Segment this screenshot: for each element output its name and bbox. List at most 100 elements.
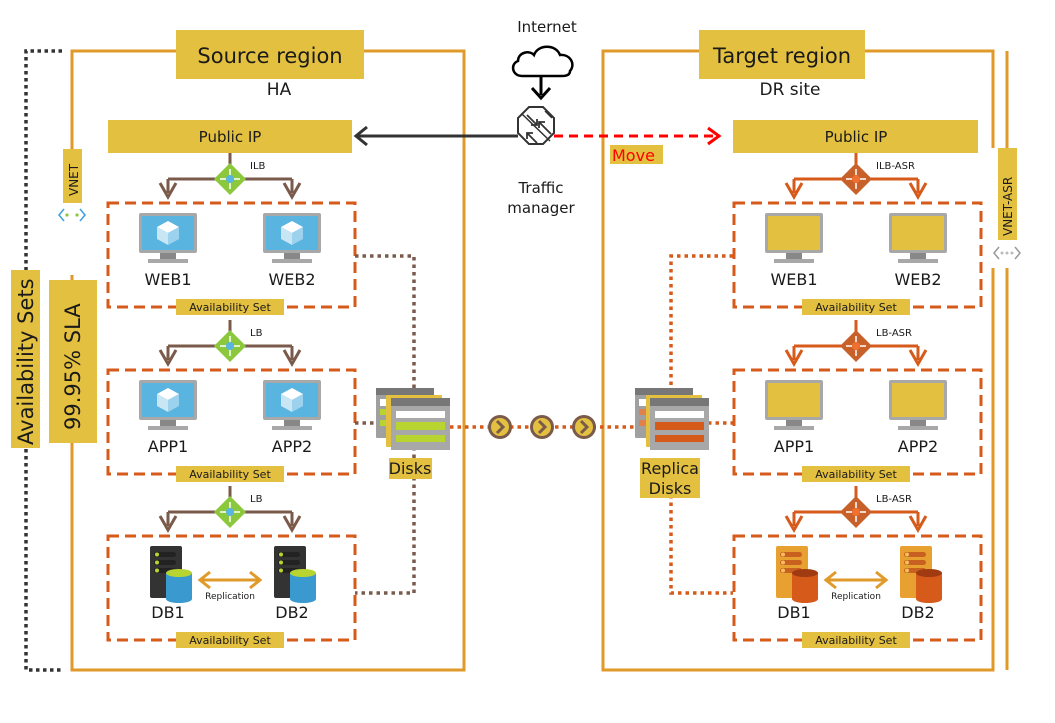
source-disks: Disks bbox=[376, 388, 450, 479]
vm-name: WEB1 bbox=[144, 270, 191, 289]
svg-text:Public IP: Public IP bbox=[825, 128, 888, 146]
vm-web1: WEB1 bbox=[765, 213, 823, 289]
load-balancer-icon bbox=[214, 496, 246, 528]
vm-name: WEB2 bbox=[268, 270, 315, 289]
availability-set-box bbox=[732, 368, 983, 476]
svg-text:99.95% SLA: 99.95% SLA bbox=[61, 303, 85, 430]
vm-db1: DB1 bbox=[776, 546, 818, 622]
arrow-down-icon bbox=[158, 515, 178, 534]
arrow-down-icon bbox=[908, 515, 928, 534]
vm-db2: DB2 bbox=[274, 546, 316, 622]
vm-name: APP2 bbox=[272, 437, 312, 456]
internet: Internet bbox=[511, 18, 577, 101]
lb-label: LB bbox=[250, 494, 263, 505]
availability-set-label: Availability Set bbox=[815, 301, 897, 314]
availability-set-box bbox=[106, 534, 357, 642]
availability-sets-label: Availability Sets bbox=[11, 270, 40, 448]
svg-text:Availability Sets: Availability Sets bbox=[14, 278, 38, 445]
lb-label: ILB bbox=[250, 161, 266, 172]
virtual-machine-icon bbox=[889, 380, 947, 430]
svg-text:VNET: VNET bbox=[67, 163, 81, 196]
target-region: Target region DR site bbox=[601, 30, 995, 672]
vm-app1: APP1 bbox=[765, 380, 823, 456]
load-balancer-icon bbox=[840, 496, 872, 528]
availability-set-label: Availability Set bbox=[815, 468, 897, 481]
load-balancer-icon bbox=[840, 163, 872, 195]
vm-db2: DB2 bbox=[900, 546, 942, 622]
lb-label: ILB-ASR bbox=[876, 161, 915, 172]
source-region-title-box bbox=[176, 30, 364, 79]
vm-web1: WEB1 bbox=[139, 213, 197, 289]
database-server-icon bbox=[274, 546, 316, 603]
traffic-manager: Traffic manager bbox=[507, 106, 576, 217]
replication-arrow: Replication bbox=[197, 570, 263, 602]
database-server-icon bbox=[776, 546, 818, 603]
availability-set-box bbox=[732, 534, 983, 642]
move-label: Move bbox=[612, 146, 655, 165]
vm-db1: DB1 bbox=[150, 546, 192, 622]
target-region-title-box bbox=[699, 30, 865, 79]
svg-text:manager: manager bbox=[507, 199, 575, 217]
target-public-ip: Public IP bbox=[733, 120, 978, 153]
vm-name: APP1 bbox=[148, 437, 188, 456]
vm-name: DB2 bbox=[275, 603, 308, 622]
vnet-icon bbox=[993, 246, 1021, 260]
source-tier-1: ILB Availability Set WEB1 WEB2 bbox=[106, 153, 357, 315]
virtual-machine-icon bbox=[263, 380, 321, 430]
svg-text:Public IP: Public IP bbox=[199, 128, 262, 146]
lb-label: LB-ASR bbox=[876, 328, 912, 339]
arrow-down-icon bbox=[908, 182, 928, 201]
arrow-down-icon bbox=[282, 182, 302, 201]
availability-set-box bbox=[732, 201, 983, 309]
disks-label: Disks bbox=[389, 459, 432, 478]
database-server-icon bbox=[900, 546, 942, 603]
source-public-ip: Public IP bbox=[108, 120, 352, 153]
replica-disks: Replica Disks bbox=[635, 388, 709, 498]
vm-web2: WEB2 bbox=[263, 213, 321, 289]
chevron-right-icon bbox=[572, 415, 596, 439]
target-region-subtitle: DR site bbox=[759, 80, 820, 100]
availability-set-label: Availability Set bbox=[189, 468, 271, 481]
vm-app2: APP2 bbox=[263, 380, 321, 456]
arrow-down-icon bbox=[784, 182, 804, 201]
move-label-box bbox=[610, 145, 663, 164]
arrow-down-icon bbox=[282, 349, 302, 368]
chevron-right-icon bbox=[530, 415, 554, 439]
vm-app1: APP1 bbox=[139, 380, 197, 456]
svg-text:VNET-ASR: VNET-ASR bbox=[1001, 177, 1015, 236]
traffic-to-source-arrow bbox=[353, 125, 518, 147]
disks-icon bbox=[376, 388, 450, 450]
vm-name: DB2 bbox=[901, 603, 934, 622]
target-tier-1: ILB-ASR Availability Set WEB1 WEB2 bbox=[732, 153, 983, 315]
virtual-machine-icon bbox=[139, 213, 197, 263]
load-balancer-icon bbox=[840, 330, 872, 362]
arrow-down-icon bbox=[784, 515, 804, 534]
move-arrow: Move bbox=[554, 126, 722, 165]
cloud-icon bbox=[511, 45, 574, 78]
arrow-down-icon bbox=[908, 349, 928, 368]
arrow-down-icon bbox=[158, 182, 178, 201]
availability-set-label: Availability Set bbox=[189, 301, 271, 314]
virtual-machine-icon bbox=[765, 213, 823, 263]
target-region-title: Target region bbox=[712, 44, 851, 68]
svg-text:Replica: Replica bbox=[641, 459, 699, 478]
vm-name: WEB1 bbox=[770, 270, 817, 289]
vm-name: WEB2 bbox=[894, 270, 941, 289]
replication-label: Replication bbox=[205, 592, 255, 602]
arrow-down-icon bbox=[282, 515, 302, 534]
lb-label: LB-ASR bbox=[876, 494, 912, 505]
vm-name: APP1 bbox=[774, 437, 814, 456]
replica-disks-icon bbox=[635, 388, 709, 450]
lb-label: LB bbox=[250, 328, 263, 339]
vm-name: APP2 bbox=[898, 437, 938, 456]
vm-web2: WEB2 bbox=[889, 213, 947, 289]
source-region-subtitle: HA bbox=[267, 80, 292, 100]
virtual-machine-icon bbox=[139, 380, 197, 430]
availability-set-label: Availability Set bbox=[189, 634, 271, 647]
replication-arrow: Replication bbox=[823, 570, 889, 602]
internet-label: Internet bbox=[517, 18, 577, 36]
